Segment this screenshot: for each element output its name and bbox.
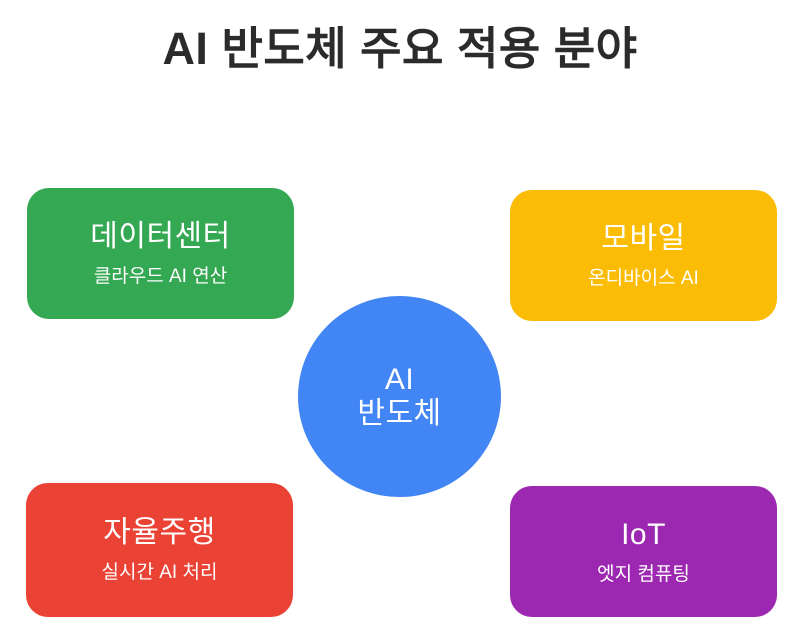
card-autonomous-driving-sublabel: 실시간 AI 처리 xyxy=(101,562,218,583)
card-iot: IoT 엣지 컴퓨팅 xyxy=(510,486,777,617)
card-datacenter: 데이터센터 클라우드 AI 연산 xyxy=(27,188,294,319)
card-autonomous-driving-label: 자율주행 xyxy=(103,516,216,549)
card-mobile-label: 모바일 xyxy=(601,221,686,255)
center-node-label-line1: AI xyxy=(384,362,415,396)
page-title: AI 반도체 주요 적용 분야 xyxy=(162,23,638,74)
center-node-ai-semiconductor: AI 반도체 xyxy=(298,296,501,497)
card-mobile: 모바일 온디바이스 AI xyxy=(510,190,777,321)
card-datacenter-label: 데이터센터 xyxy=(90,219,231,253)
card-iot-label: IoT xyxy=(621,517,666,551)
center-node-label-line2: 반도체 xyxy=(357,396,442,430)
card-datacenter-sublabel: 클라우드 AI 연산 xyxy=(93,265,228,287)
card-iot-sublabel: 엣지 컴퓨팅 xyxy=(597,563,690,585)
card-autonomous-driving: 자율주행 실시간 AI 처리 xyxy=(26,483,293,617)
card-mobile-sublabel: 온디바이스 AI xyxy=(588,267,699,289)
